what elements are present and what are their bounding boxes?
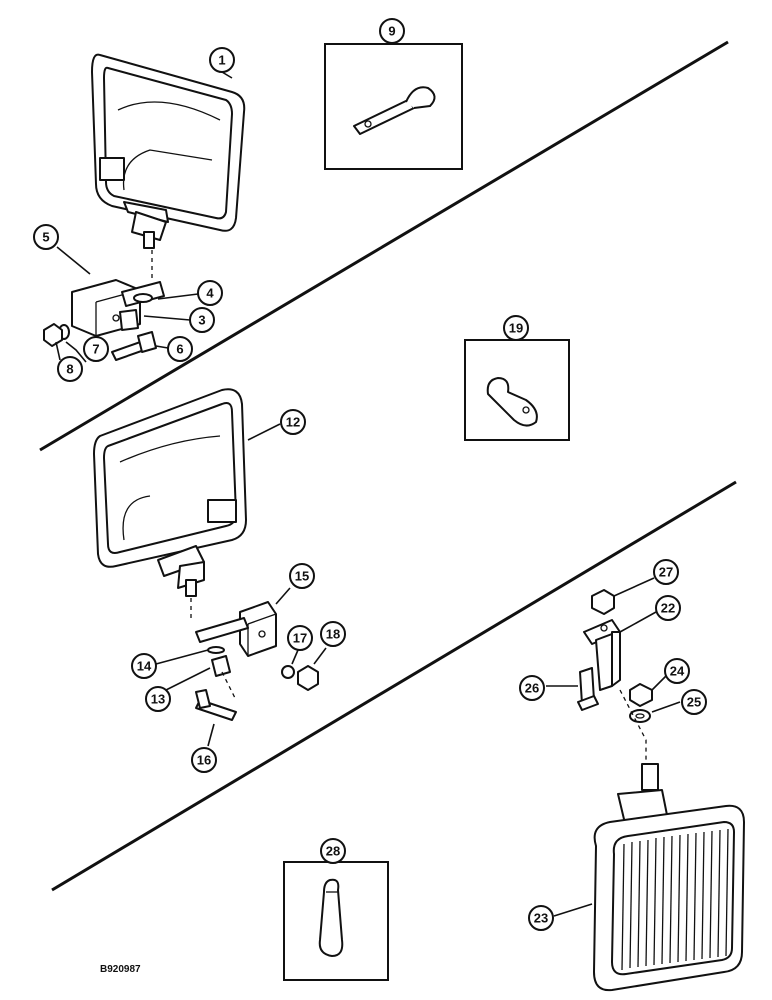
- callout-6-label: 6: [176, 342, 183, 357]
- callout-7-label: 7: [92, 342, 99, 357]
- callout-12-label: 12: [286, 415, 300, 430]
- callout-28-label: 28: [326, 844, 340, 859]
- callout-8-label: 8: [66, 362, 73, 377]
- callout-12: 12: [280, 409, 306, 435]
- inset-9: [324, 43, 463, 170]
- bracket-5: [71, 279, 165, 337]
- figure-id: B920987: [100, 964, 141, 975]
- callout-25-label: 25: [687, 695, 701, 710]
- washer-25: [629, 709, 651, 723]
- callout-18-label: 18: [326, 627, 340, 642]
- callout-1-label: 1: [218, 53, 225, 68]
- callout-15: 15: [289, 563, 315, 589]
- callout-5-label: 5: [42, 230, 49, 245]
- callout-25: 25: [681, 689, 707, 715]
- hardware-set-2: [195, 646, 319, 721]
- nut-24: [629, 683, 653, 707]
- bracket-15: [195, 601, 277, 657]
- callout-14: 14: [131, 653, 157, 679]
- callout-1: 1: [209, 47, 235, 73]
- callout-28: 28: [320, 838, 346, 864]
- callout-17: 17: [287, 625, 313, 651]
- callout-22-label: 22: [661, 601, 675, 616]
- callout-3-label: 3: [198, 313, 205, 328]
- bolt-26: [577, 667, 599, 711]
- callout-4: 4: [197, 280, 223, 306]
- callout-4-label: 4: [206, 286, 214, 301]
- section-divider-top: [39, 40, 729, 452]
- assembly-line-23: [619, 689, 647, 764]
- callout-17-label: 17: [293, 631, 307, 646]
- callout-16-label: 16: [197, 753, 211, 768]
- lamp-12: [93, 388, 247, 597]
- callout-26-label: 26: [525, 681, 539, 696]
- inset-19: [464, 339, 570, 441]
- callout-24-label: 24: [670, 664, 685, 679]
- callout-24: 24: [664, 658, 690, 684]
- leaders-section-3: [546, 577, 681, 917]
- callout-3: 3: [189, 307, 215, 333]
- callout-8: 8: [57, 356, 83, 382]
- section-divider-bottom: [51, 480, 737, 892]
- callout-23: 23: [528, 905, 554, 931]
- callout-19-label: 19: [509, 321, 523, 336]
- callout-16: 16: [191, 747, 217, 773]
- inset-28: [283, 861, 389, 981]
- callout-26: 26: [519, 675, 545, 701]
- callout-13-label: 13: [151, 692, 165, 707]
- lamp-23-lens-ribs: [621, 828, 729, 971]
- bracket-22: [583, 619, 621, 691]
- callout-19: 19: [503, 315, 529, 341]
- hardware-set-1: [43, 293, 157, 361]
- callout-13: 13: [145, 686, 171, 712]
- callout-7: 7: [83, 336, 109, 362]
- callout-9-label: 9: [388, 24, 395, 39]
- callout-27-label: 27: [659, 565, 673, 580]
- lamp-23: [593, 763, 745, 992]
- callout-14-label: 14: [137, 659, 152, 674]
- callout-6: 6: [167, 336, 193, 362]
- callout-9: 9: [379, 18, 405, 44]
- assembly-line-16: [221, 671, 237, 701]
- callout-15-label: 15: [295, 569, 309, 584]
- callout-22: 22: [655, 595, 681, 621]
- callout-18: 18: [320, 621, 346, 647]
- callout-23-label: 23: [534, 911, 548, 926]
- nut-27: [591, 589, 615, 615]
- callout-27: 27: [653, 559, 679, 585]
- lamp-1: [91, 53, 246, 249]
- callout-5: 5: [33, 224, 59, 250]
